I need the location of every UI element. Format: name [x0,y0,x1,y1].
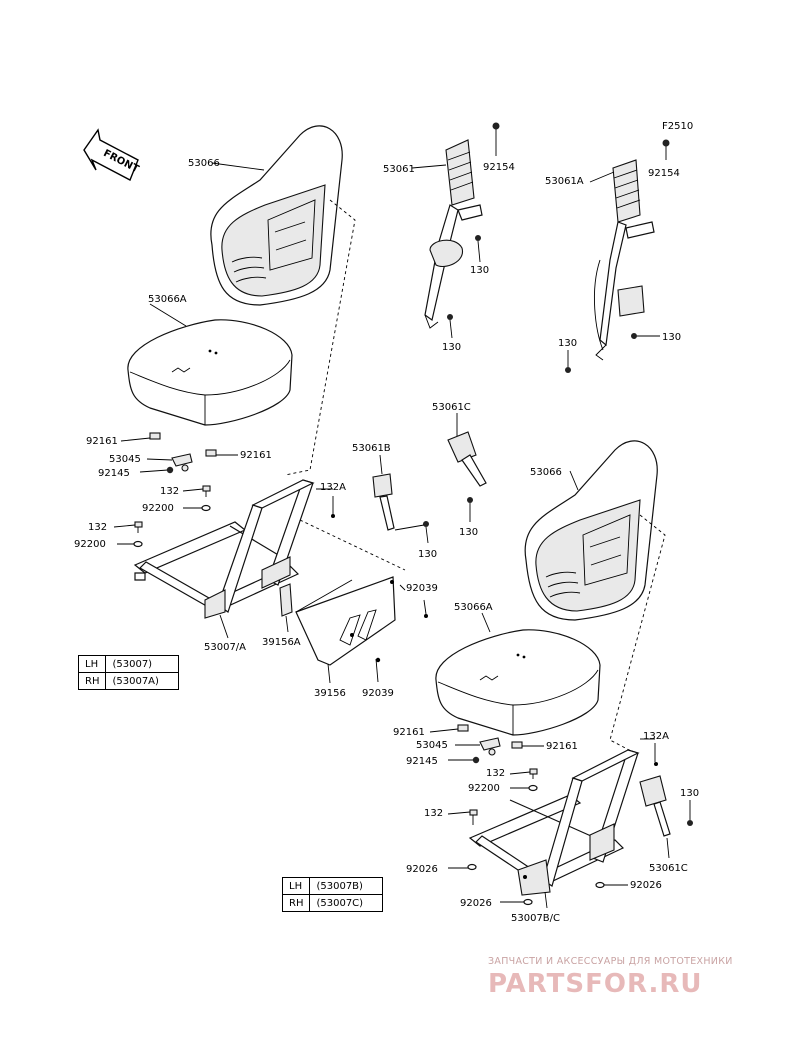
seat-cushion-left [127,319,293,426]
label-132-c: 132 [486,768,505,779]
label-53007BC: 53007B/C [511,913,560,924]
label-132-b: 132 [88,522,107,533]
seat-back-left [210,125,343,306]
label-130-a: 130 [470,265,489,276]
buckle-53061C-right [639,775,693,837]
seat-frame-left [133,479,315,619]
watermark-brand: PARTSFOR.RU [488,969,703,999]
label-53061: 53061 [383,164,415,175]
seat-belt-53061A [593,139,670,361]
label-92200-a: 92200 [142,503,174,514]
label-53066-right: 53066 [530,467,562,478]
diagram-id: F2510 [662,121,693,132]
label-53066-left: 53066 [188,158,220,169]
code-cell: (53007A) [105,672,180,690]
side-cell: LH [77,655,107,673]
label-132A-left: 132A [320,482,346,493]
seat-cushion-right [435,629,601,736]
washer-92026-b [595,881,605,889]
label-92026-a: 92026 [406,864,438,875]
label-130-f: 130 [418,549,437,560]
seat-belt-53061 [424,122,500,329]
label-92161-b: 92161 [240,450,272,461]
code-cell: (53007C) [309,894,384,912]
seat-back-right [524,440,658,621]
washer-92026-c [523,898,533,906]
label-39156A: 39156A [262,637,301,648]
side-cell: RH [281,894,311,912]
front-arrow-icon: FRONT [83,128,141,181]
table-row: RH (53007A) [77,672,180,690]
label-53045-left: 53045 [109,454,141,465]
bolt-132-right-b [469,809,478,825]
buckle-53061C-upper [447,431,487,503]
clip-92161-right-a [457,724,469,732]
label-53045-right: 53045 [416,740,448,751]
watermark: ЗАПЧАСТИ И АКСЕССУАРЫ ДЛЯ МОТОТЕХНИКИ PA… [488,956,788,999]
label-53061B: 53061B [352,443,391,454]
reference-table-left: LH (53007) RH (53007A) [77,655,180,690]
buckle-53061B [372,473,429,531]
label-92200-c: 92200 [468,783,500,794]
clip-92161-right-b [511,741,523,749]
side-cell: LH [281,877,311,895]
bracket-53045-right [479,737,501,756]
label-130-g: 130 [680,788,699,799]
label-92154-b: 92154 [648,168,680,179]
bolt-132-left-b [134,521,143,533]
washer-92026-a [467,863,477,871]
label-92161-c: 92161 [393,727,425,738]
label-92026-b: 92026 [630,880,662,891]
table-row: LH (53007B) [281,877,384,895]
bolt-132-right-a [529,768,538,779]
bolt-132-left-a [202,485,211,497]
label-53061A: 53061A [545,176,584,187]
table-row: RH (53007C) [281,894,384,912]
label-53007A: 53007/A [204,642,246,653]
label-130-b: 130 [442,342,461,353]
seat-plate-39156 [295,576,396,666]
watermark-tagline: ЗАПЧАСТИ И АКСЕССУАРЫ ДЛЯ МОТОТЕХНИКИ [488,956,733,967]
label-92145-right: 92145 [406,756,438,767]
label-130-c: 130 [662,332,681,343]
label-92145-left: 92145 [98,468,130,479]
label-53061C-right: 53061C [649,863,688,874]
plate-39156A [279,583,293,617]
reference-table-right: LH (53007B) RH (53007C) [281,877,384,912]
clip-92161-left [149,432,217,457]
side-cell: RH [77,672,107,690]
bracket-53045-left [171,453,193,472]
label-92161-a: 92161 [86,436,118,447]
code-cell: (53007) [105,655,180,673]
label-92154-a: 92154 [483,162,515,173]
label-92161-d: 92161 [546,741,578,752]
seat-frame-right [468,749,640,896]
label-132-d: 132 [424,808,443,819]
label-39156: 39156 [314,688,346,699]
label-92200-b: 92200 [74,539,106,550]
label-132-a: 132 [160,486,179,497]
label-53061C-upper: 53061C [432,402,471,413]
label-92039-b: 92039 [362,688,394,699]
label-130-d: 130 [558,338,577,349]
label-53066A-left: 53066A [148,294,187,305]
label-92039-a: 92039 [406,583,438,594]
label-53066A-right: 53066A [454,602,493,613]
label-130-e: 130 [459,527,478,538]
table-row: LH (53007) [77,655,180,673]
label-92026-c: 92026 [460,898,492,909]
label-132A-right: 132A [643,731,669,742]
code-cell: (53007B) [309,877,384,895]
